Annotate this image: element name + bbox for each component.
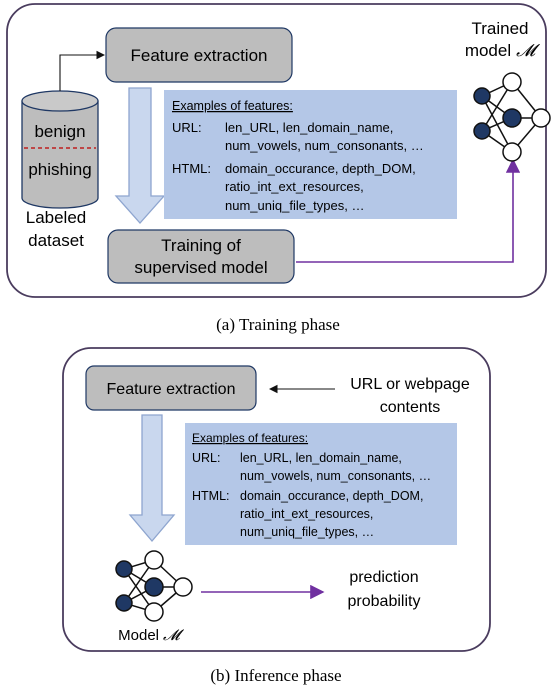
prediction-line2: probability xyxy=(348,593,421,610)
training-html-line3: num_uniq_file_types, … xyxy=(225,198,364,213)
inference-url-line1: len_URL, len_domain_name, xyxy=(240,451,402,465)
inference-feature-extraction-box xyxy=(85,365,257,411)
training-to-model-arrow xyxy=(296,158,521,263)
inference-url-line2: num_vowels, num_consonants, … xyxy=(240,469,431,483)
training-features-box xyxy=(164,90,457,219)
training-features-title: Examples of features: xyxy=(172,99,293,113)
db-benign-label: benign xyxy=(34,122,85,141)
inference-panel xyxy=(62,347,491,652)
trained-model-label-line2: model 𝓜 xyxy=(465,41,540,60)
inference-html-line1: domain_occurance, depth_DOM, xyxy=(240,489,423,503)
labeled-dataset-cylinder xyxy=(21,90,99,209)
inference-html-key: HTML: xyxy=(192,489,230,503)
training-html-key: HTML: xyxy=(172,161,211,176)
inference-feature-extraction-label: Feature extraction xyxy=(107,381,236,398)
inference-features-box xyxy=(185,423,457,545)
training-down-arrow xyxy=(114,87,166,224)
inference-down-arrow xyxy=(128,414,176,543)
trained-model-neural-net-icon xyxy=(473,72,551,162)
db-to-feature-arrow xyxy=(59,50,106,91)
inference-html-line3: num_uniq_file_types, … xyxy=(240,525,374,539)
trained-model-symbol: 𝓜 xyxy=(516,41,540,60)
training-box-line2: supervised model xyxy=(134,258,267,277)
inference-features-title: Examples of features: xyxy=(192,431,308,445)
trained-model-label-line1: Trained xyxy=(471,19,528,38)
trained-model-word: model xyxy=(465,41,511,60)
inference-model-symbol: 𝓜 xyxy=(163,628,185,644)
training-panel xyxy=(6,3,547,298)
training-html-line1: domain_occurance, depth_DOM, xyxy=(225,161,416,176)
training-supervised-model-box xyxy=(107,229,295,284)
inference-html-line2: ratio_int_ext_resources, xyxy=(240,507,373,521)
inference-input-line2: contents xyxy=(380,399,440,416)
db-phishing-label: phishing xyxy=(28,160,91,179)
inference-input-line1: URL or webpage xyxy=(350,376,470,393)
inference-model-word: Model xyxy=(118,627,159,644)
training-url-key: URL: xyxy=(172,120,202,135)
caption-inference: (b) Inference phase xyxy=(210,666,341,685)
prediction-line1: prediction xyxy=(349,569,418,586)
training-url-line1: len_URL, len_domain_name, xyxy=(225,120,393,135)
dataset-label-line2: dataset xyxy=(28,231,84,250)
training-box-line1: Training of xyxy=(161,236,241,255)
inference-url-key: URL: xyxy=(192,451,220,465)
training-feature-extraction-box xyxy=(105,27,293,83)
training-html-line2: ratio_int_ext_resources, xyxy=(225,179,364,194)
training-feature-extraction-label: Feature extraction xyxy=(130,46,267,65)
training-url-line2: num_vowels, num_consonants, … xyxy=(225,138,424,153)
inference-model-neural-net-icon xyxy=(115,550,193,622)
dataset-label-line1: Labeled xyxy=(26,208,87,227)
caption-training: (a) Training phase xyxy=(216,315,340,334)
